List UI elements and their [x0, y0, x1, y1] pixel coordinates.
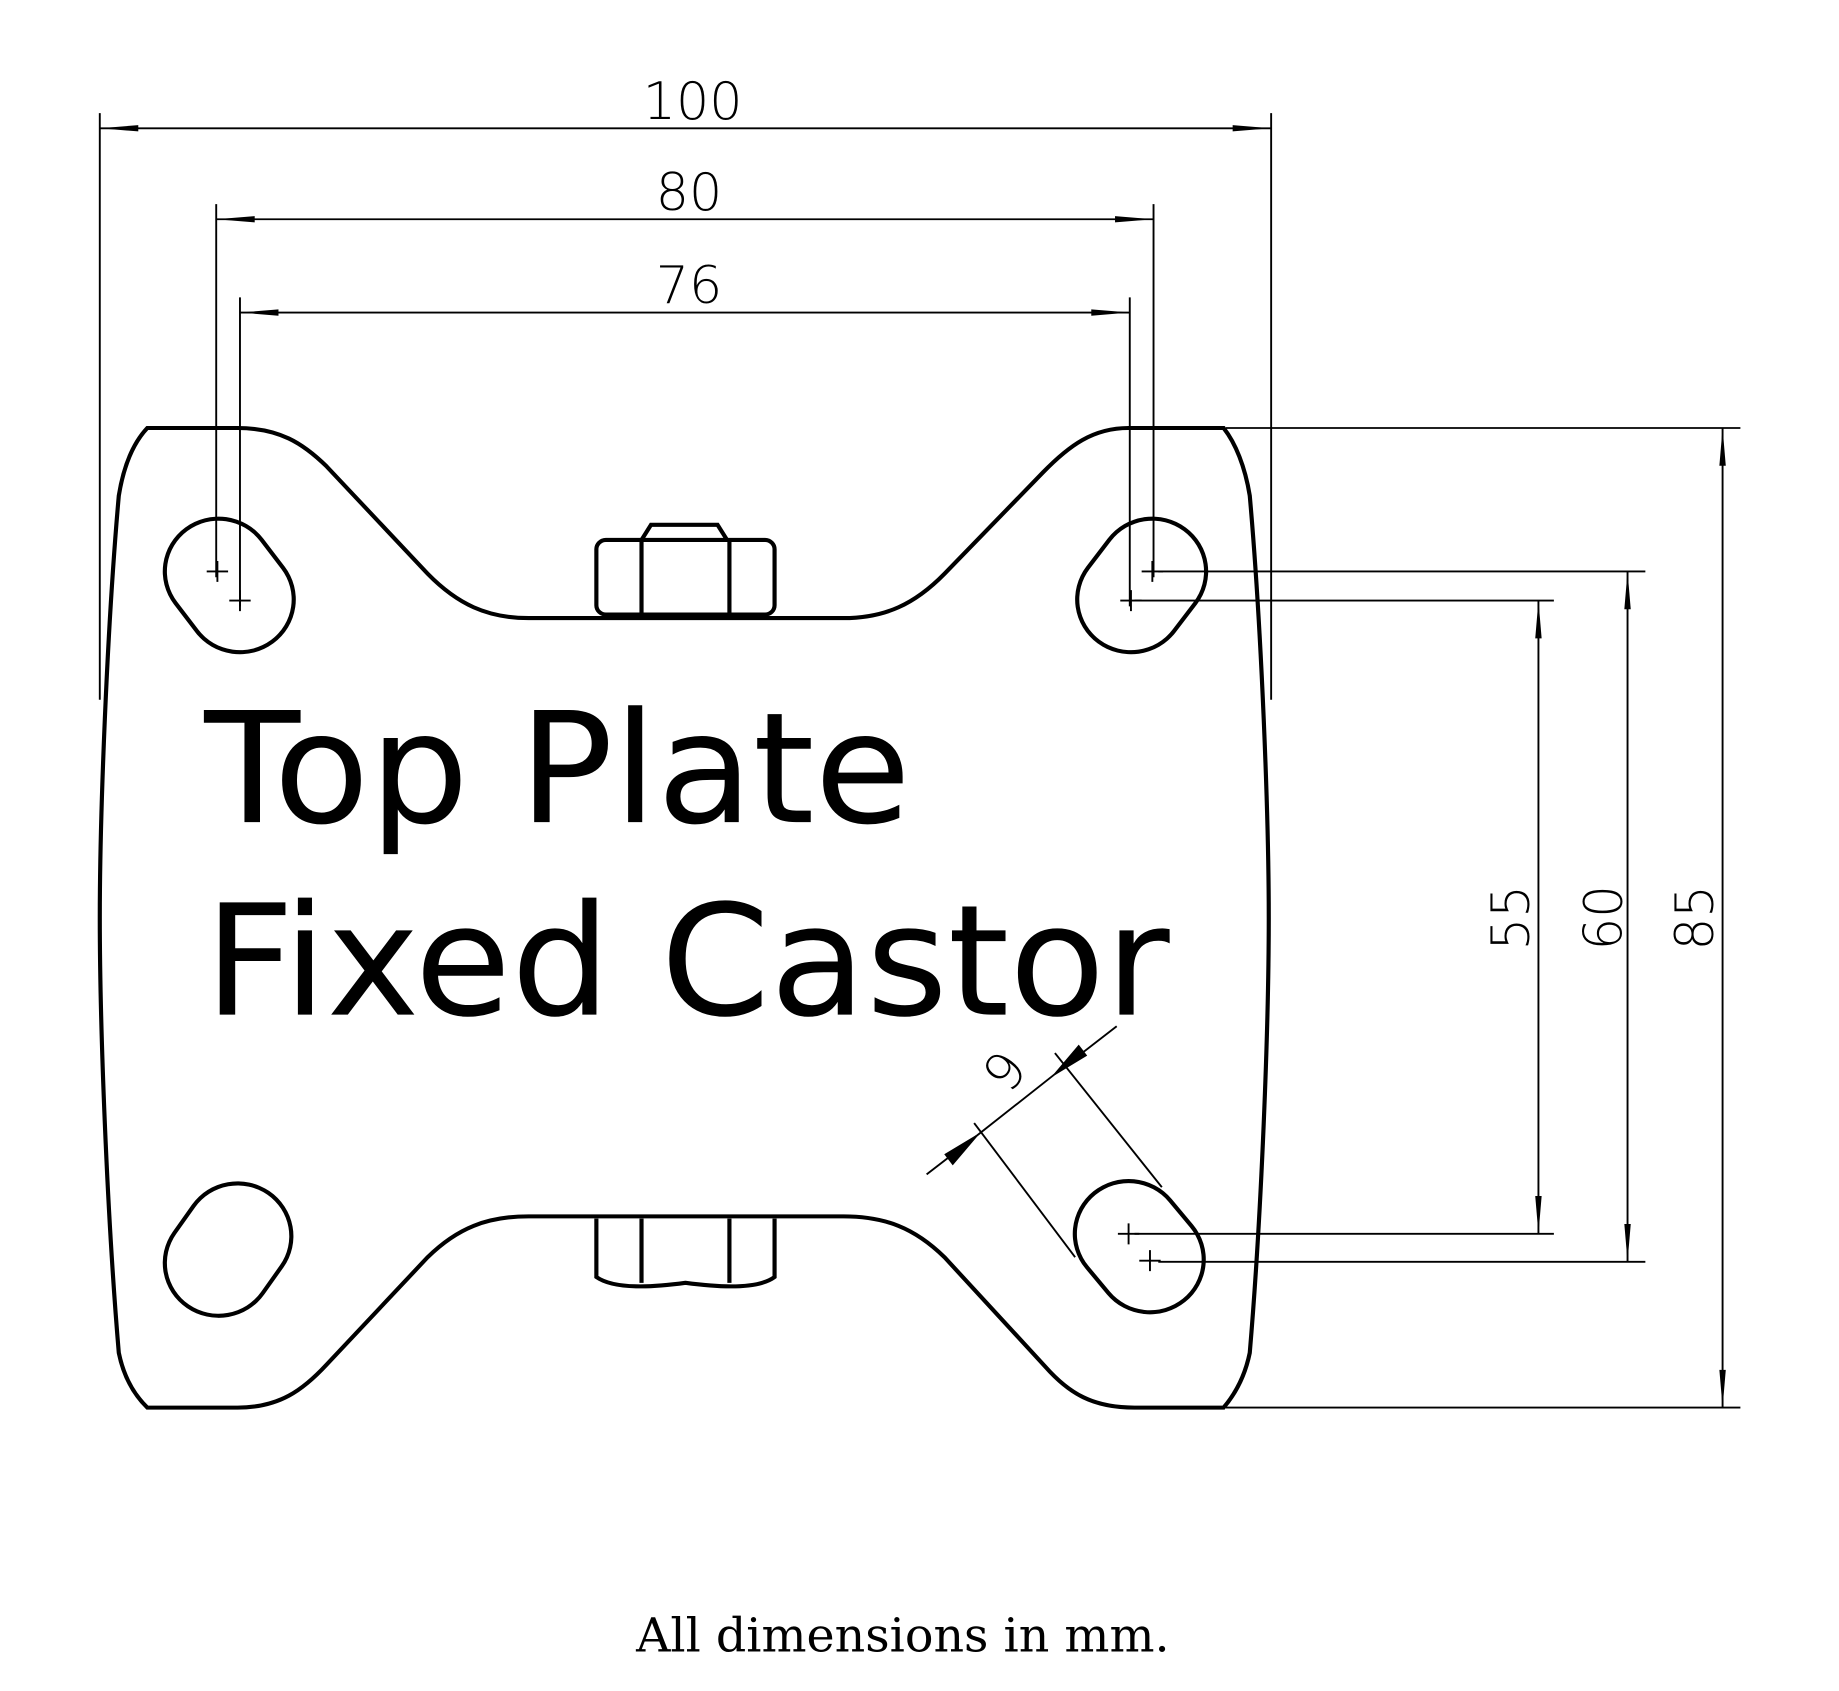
- dim-label-width-100: 100: [643, 72, 743, 131]
- dim-label-width-80: 80: [656, 163, 722, 222]
- dim-label-length-85: 85: [1666, 885, 1727, 950]
- mounting-slot-bottom-right: [1072, 1179, 1206, 1315]
- title-line-1: Top Plate: [203, 680, 911, 859]
- dim-label-length-60: 60: [1574, 885, 1635, 950]
- nut-bottom: [594, 1218, 777, 1289]
- mounting-slot-bottom-left: [162, 1181, 294, 1318]
- plate-outline: [97, 425, 1271, 1410]
- title-line-2: Fixed Castor: [204, 872, 1169, 1051]
- nut-top: [594, 522, 777, 617]
- dim-label-length-55: 55: [1482, 885, 1543, 950]
- dimension-lines: [98, 113, 1741, 1409]
- mounting-slot-top-right: [1075, 516, 1209, 655]
- footnote: All dimensions in mm.: [635, 1609, 1170, 1663]
- dim-label-width-76: 76: [656, 257, 722, 316]
- mounting-slot-top-left: [162, 516, 296, 655]
